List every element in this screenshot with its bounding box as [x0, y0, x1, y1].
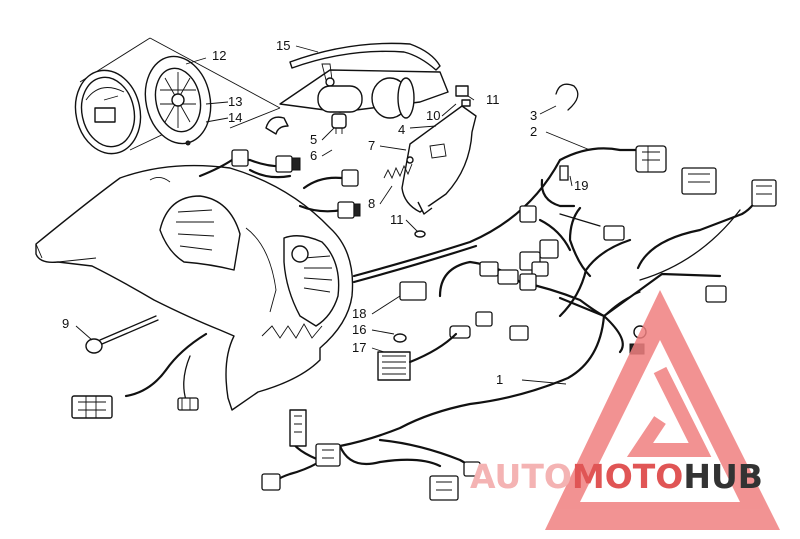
callout-19: 19: [574, 178, 588, 193]
side-bezel: [401, 105, 477, 215]
callout-16: 16: [352, 322, 366, 337]
watermark-logo: [545, 290, 780, 530]
headlight-bracket: [279, 63, 449, 113]
callout-18: 18: [352, 306, 366, 321]
callout-5: 5: [310, 132, 317, 147]
left-connector-harness: [71, 332, 208, 419]
callout-numbers: 1 2 3 4 5 6 7 8 9 10 11 11 12 13 14 15 1…: [62, 38, 588, 387]
callout-10: 10: [426, 108, 440, 123]
callout-8: 8: [368, 196, 375, 211]
callout-leaders: [75, 45, 591, 385]
gauge-housing: [144, 55, 212, 146]
callout-3: 3: [530, 108, 537, 123]
watermark-hub: HUB: [683, 457, 763, 496]
callout-6: 6: [310, 148, 317, 163]
mounting-clip: [455, 85, 471, 107]
watermark-text: AUTOMOTOHUB: [470, 457, 763, 496]
bulb-socket: [265, 113, 347, 135]
hood-nacelle: [35, 164, 354, 411]
callout-15: 15: [276, 38, 290, 53]
watermark-moto: MOTO: [572, 457, 683, 496]
callout-11-bottom: 11: [390, 212, 404, 227]
headlight-bulb: [317, 77, 415, 119]
spring: [383, 156, 414, 180]
retaining-ring: [555, 83, 579, 111]
callout-11-top: 11: [486, 92, 500, 107]
callout-12: 12: [212, 48, 226, 63]
callout-7: 7: [368, 138, 375, 153]
speedometer-gauge: [74, 69, 142, 155]
callout-17: 17: [352, 340, 366, 355]
watermark-triangle-icon: [545, 290, 780, 530]
mounting-bolt: [85, 315, 159, 354]
callout-14: 14: [228, 110, 242, 125]
watermark-auto: AUTO: [470, 457, 572, 496]
callout-2: 2: [530, 124, 537, 139]
callout-1: 1: [496, 372, 503, 387]
washer: [414, 230, 426, 238]
harness-connectors: [261, 145, 777, 501]
headlight-trim-strip: [289, 42, 441, 71]
callout-4: 4: [398, 122, 405, 137]
callout-9: 9: [62, 316, 69, 331]
gauge-harness: [198, 149, 361, 219]
callout-13: 13: [228, 94, 242, 109]
